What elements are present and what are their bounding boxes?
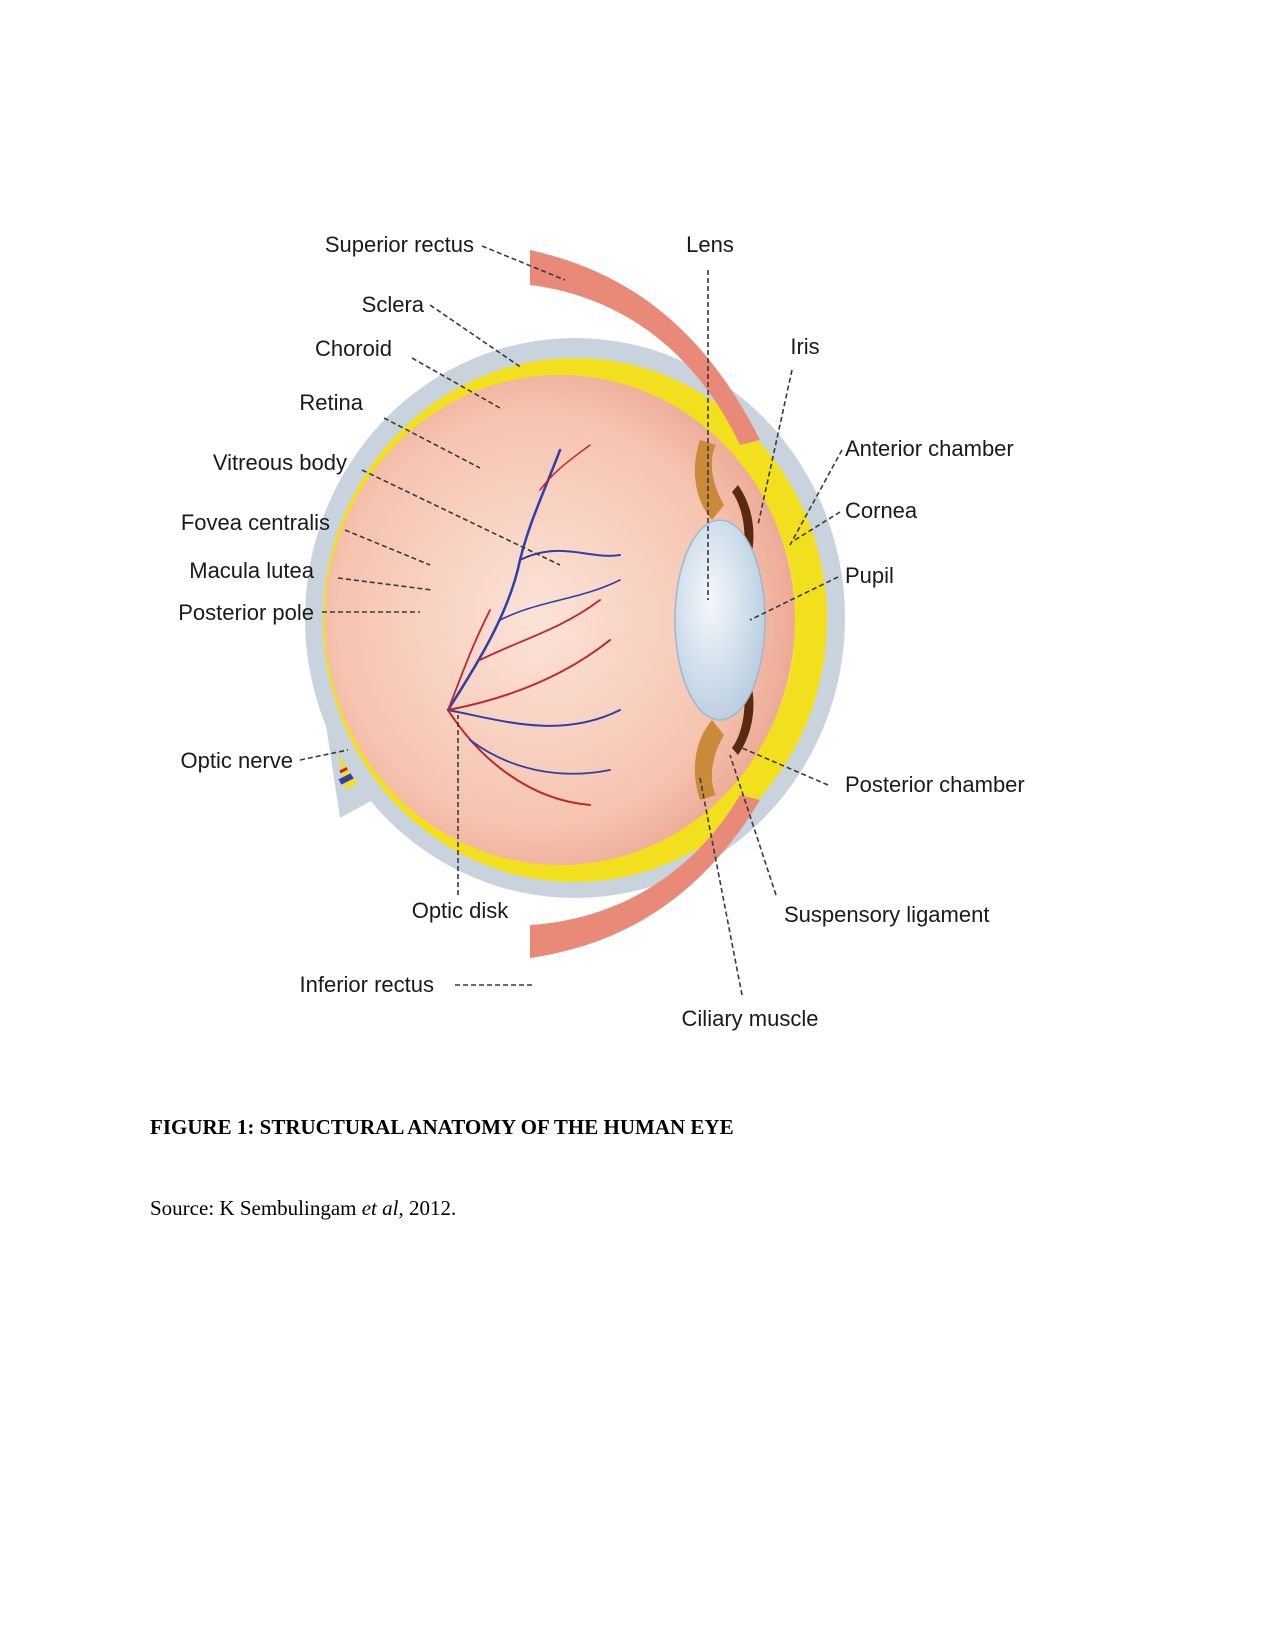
label-sclera: Sclera (362, 292, 425, 317)
label-retina: Retina (299, 390, 363, 415)
label-lens: Lens (686, 232, 734, 257)
leader-lines (299, 245, 843, 996)
source-suffix: , 2012. (398, 1196, 457, 1220)
label-macula-lutea: Macula lutea (189, 558, 315, 583)
label-posterior-pole: Posterior pole (178, 600, 314, 625)
label-ciliary-muscle: Ciliary muscle (682, 1006, 819, 1031)
figure-source: Source: K Sembulingam et al, 2012. (150, 1196, 456, 1221)
iris-top (732, 485, 754, 552)
figure-caption: FIGURE 1: STRUCTURAL ANATOMY OF THE HUMA… (150, 1115, 734, 1139)
label-suspensory-ligament: Suspensory ligament (784, 902, 989, 927)
retinal-vessels (446, 444, 621, 806)
retina-shape (325, 375, 795, 865)
superior-rectus-shape (530, 250, 760, 445)
lens-shape (674, 519, 766, 721)
label-fovea-centralis: Fovea centralis (181, 510, 330, 535)
inferior-rectus-shape (530, 795, 760, 958)
label-pupil: Pupil (845, 563, 894, 588)
ciliary-body-top (694, 440, 724, 520)
source-italic: et al (361, 1196, 399, 1220)
label-iris: Iris (790, 334, 819, 359)
label-posterior-chamber: Posterior chamber (845, 772, 1025, 797)
ciliary-body-bottom (694, 720, 724, 800)
source-prefix: Source: K Sembulingam (150, 1196, 362, 1220)
eye-anatomy-diagram: Superior rectus Sclera Choroid Retina Vi… (178, 232, 1025, 1031)
label-vitreous-body: Vitreous body (213, 450, 347, 475)
label-superior-rectus: Superior rectus (325, 232, 474, 257)
label-anterior-chamber: Anterior chamber (845, 436, 1014, 461)
label-choroid: Choroid (315, 336, 392, 361)
label-optic-nerve: Optic nerve (181, 748, 294, 773)
label-cornea: Cornea (845, 498, 918, 523)
label-inferior-rectus: Inferior rectus (300, 972, 435, 997)
iris-bottom (732, 688, 754, 755)
diagram-labels: Superior rectus Sclera Choroid Retina Vi… (178, 232, 1025, 1031)
label-optic-disk: Optic disk (412, 898, 510, 923)
